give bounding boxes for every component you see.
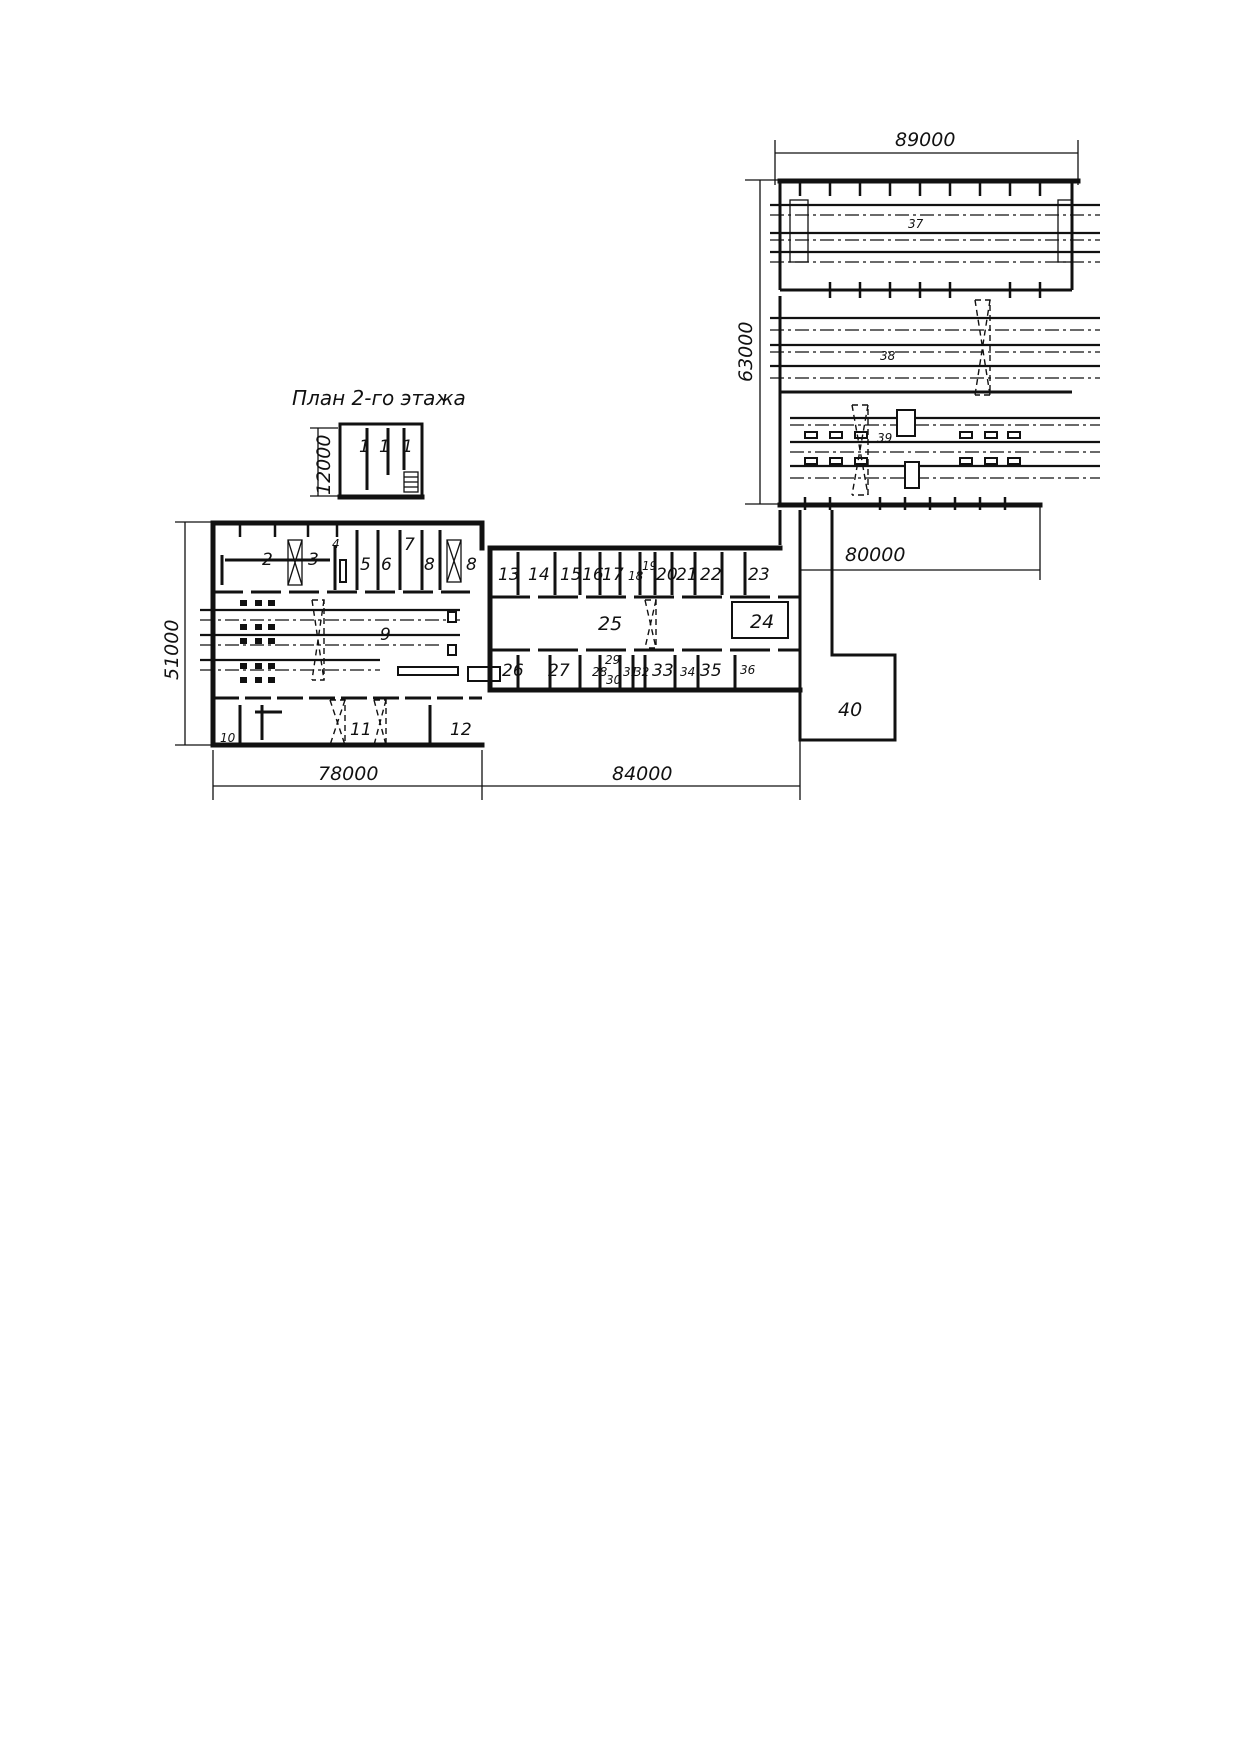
room-label: 24 (750, 611, 774, 633)
room-label: 28 (592, 665, 608, 679)
room-label: 11 (350, 720, 372, 740)
room-label: 26 (502, 661, 524, 681)
room-label: 12 (450, 720, 472, 740)
room-label: 29 (605, 653, 620, 667)
room-label: 6 (381, 555, 392, 575)
room-label: 14 (528, 565, 550, 585)
room-label: 7 (404, 535, 415, 555)
room-label: 1 (379, 437, 390, 457)
room-label: 30 (606, 673, 622, 687)
room-label: 27 (548, 661, 570, 681)
building-left: 2 3 4 5 6 7 8 8 9 10 11 12 (200, 520, 501, 748)
room-label: 8 (424, 555, 435, 575)
room-label: 38 (880, 349, 896, 363)
dimension-bottom-middle: 84000 (482, 700, 801, 800)
second-floor-inset: План 2-го этажа 1 1 1 12000 (292, 386, 466, 500)
room-label: 9 (380, 625, 391, 645)
room-label: 13 (498, 565, 520, 585)
room-label: 18 (628, 569, 644, 583)
room-label: 10 (220, 731, 236, 745)
dimension-78000: 78000 (318, 763, 378, 785)
dimension-top: 89000 (774, 129, 1079, 185)
building-right-top: 37 38 39 (770, 178, 1100, 510)
room-label: 32 (634, 665, 649, 679)
room-label: 16 (582, 565, 604, 585)
room-label: 1 (402, 437, 413, 457)
room-label: 21 (676, 565, 698, 585)
dimension-left: 51000 78000 (161, 521, 483, 800)
building-connector: 80000 40 (778, 505, 1041, 742)
room-label: 17 (602, 565, 624, 585)
dimension-80000: 80000 (845, 544, 905, 566)
second-floor-title: План 2-го этажа (292, 386, 466, 410)
room-label: 3 (308, 550, 319, 570)
dimension-right-height: 63000 (735, 179, 780, 505)
room-label: 4 (332, 537, 340, 551)
room-label: 37 (908, 217, 924, 231)
room-label: 40 (838, 699, 862, 721)
room-label: 23 (748, 565, 770, 585)
room-label: 22 (700, 565, 722, 585)
dimension-89000: 89000 (895, 129, 955, 151)
room-label: 20 (656, 565, 678, 585)
room-label: 1 (359, 437, 370, 457)
room-label: 15 (560, 565, 582, 585)
room-label: 5 (360, 555, 371, 575)
room-label: 2 (262, 550, 273, 570)
dimension-12000: 12000 (313, 435, 335, 495)
building-middle: 13 14 15 16 17 18 19 20 21 22 23 24 25 2… (487, 545, 803, 693)
room-label: 34 (680, 665, 695, 679)
room-label: 36 (740, 663, 756, 677)
dimension-63000: 63000 (735, 322, 757, 382)
room-label: 8 (466, 555, 477, 575)
dimension-51000: 51000 (161, 620, 183, 680)
dimension-84000: 84000 (612, 763, 672, 785)
room-label: 25 (598, 613, 622, 635)
room-label: 35 (700, 661, 722, 681)
room-label: 33 (652, 661, 674, 681)
room-label: 19 (642, 559, 657, 573)
room-label: 31 (623, 665, 638, 679)
room-label: 39 (877, 431, 892, 445)
